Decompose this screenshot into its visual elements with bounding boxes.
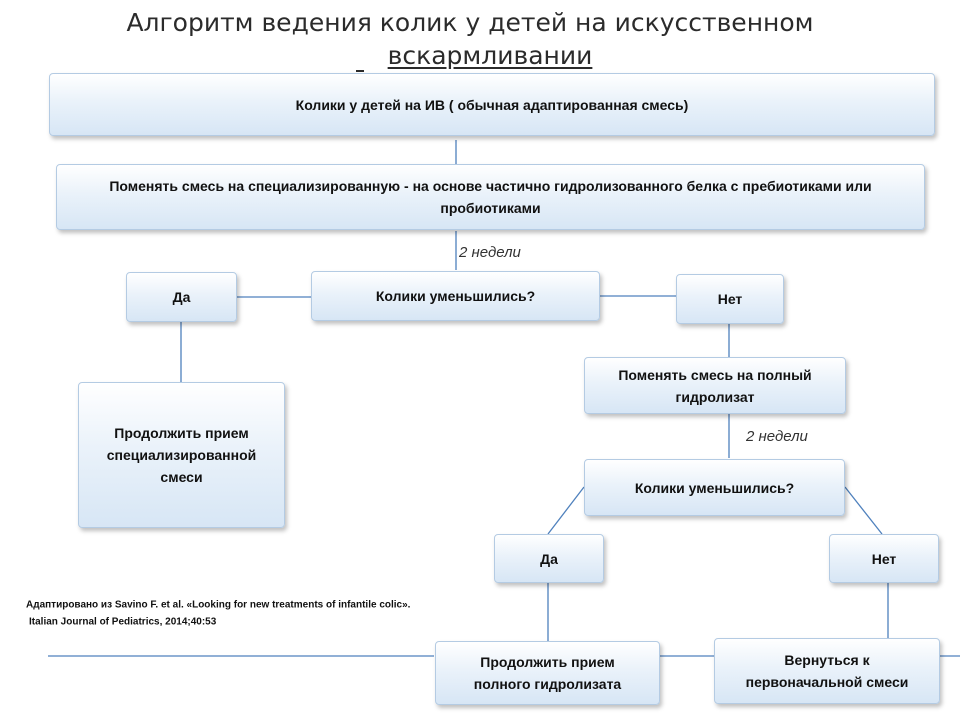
node-no-1-label: Нет — [717, 291, 743, 307]
citation-line-1: Адаптировано из Savino F. et al. «Lookin… — [26, 599, 411, 611]
title-dash — [356, 70, 364, 72]
node-no-1: Нет — [676, 274, 784, 324]
source-citation: Адаптировано из Savino F. et al. «Lookin… — [26, 597, 410, 631]
page-title: Алгоритм ведения колик у детей на искусс… — [0, 6, 960, 72]
node-change-specialized: Поменять смесь на специализированную - н… — [56, 164, 925, 230]
node-continue-specialized: Продолжить прием специализированной смес… — [78, 382, 285, 528]
node-continue-full-hydrolysate: Продолжить прием полного гидролизата — [435, 641, 660, 705]
connector-question2-to-no2 — [844, 486, 883, 535]
node-question-2-label: Колики уменьшились? — [634, 479, 795, 496]
node-question-1: Колики уменьшились? — [311, 271, 600, 321]
node-return-initial: Вернуться к первоначальной смеси — [714, 638, 940, 704]
node-yes-1-label: Да — [172, 289, 191, 305]
node-change-full-hydrolysate-label: Поменять смесь на полный гидролизат — [618, 366, 812, 405]
node-yes-2-label: Да — [540, 550, 558, 567]
title-line-2: вскармливании — [387, 41, 593, 70]
citation-line-2: Italian Journal of Pediatrics, 2014;40:5… — [29, 616, 217, 628]
node-no-2: Нет — [829, 534, 939, 583]
node-root: Колики у детей на ИВ ( обычная адаптиров… — [49, 73, 935, 136]
node-change-full-hydrolysate: Поменять смесь на полный гидролизат — [584, 357, 846, 414]
node-root-label: Колики у детей на ИВ ( обычная адаптиров… — [295, 96, 689, 113]
node-change-specialized-label: Поменять смесь на специализированную - н… — [109, 178, 872, 216]
node-yes-2: Да — [494, 534, 604, 583]
node-continue-specialized-label: Продолжить прием специализированной смес… — [106, 425, 257, 485]
connector-question2-to-yes2 — [547, 486, 585, 535]
interval-note-1: 2 недели — [459, 244, 521, 261]
node-question-1-label: Колики уменьшились? — [375, 288, 536, 304]
node-yes-1: Да — [126, 272, 237, 322]
node-question-2: Колики уменьшились? — [584, 459, 845, 516]
node-no-2-label: Нет — [871, 550, 897, 567]
node-return-initial-label: Вернуться к первоначальной смеси — [745, 652, 909, 690]
title-line-1: Алгоритм ведения колик у детей на искусс… — [126, 8, 814, 37]
interval-note-2: 2 недели — [746, 428, 808, 445]
node-continue-full-hydrolysate-label: Продолжить прием полного гидролизата — [473, 654, 622, 692]
